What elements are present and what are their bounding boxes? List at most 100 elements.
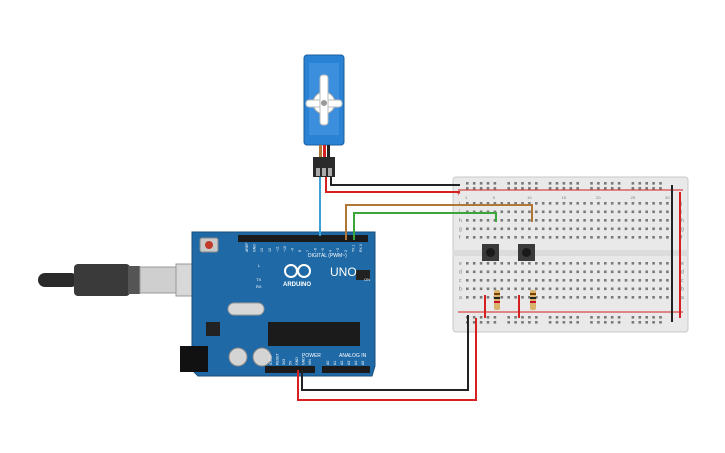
- breadboard-hole[interactable]: [472, 287, 476, 291]
- breadboard-hole[interactable]: [521, 182, 524, 185]
- breadboard-hole[interactable]: [514, 187, 517, 190]
- breadboard-hole[interactable]: [617, 262, 621, 265]
- breadboard-hole[interactable]: [666, 262, 669, 265]
- breadboard-hole[interactable]: [645, 270, 648, 274]
- breadboard-hole[interactable]: [652, 321, 655, 324]
- breadboard-hole[interactable]: [507, 262, 510, 265]
- breadboard-hole[interactable]: [514, 270, 517, 274]
- breadboard-hole[interactable]: [555, 270, 559, 274]
- breadboard-hole[interactable]: [486, 236, 490, 239]
- breadboard-hole[interactable]: [466, 182, 469, 185]
- breadboard-hole[interactable]: [576, 219, 579, 222]
- breadboard-hole[interactable]: [472, 210, 476, 214]
- breadboard-hole[interactable]: [535, 321, 538, 324]
- breadboard-hole[interactable]: [604, 236, 607, 239]
- breadboard-hole[interactable]: [479, 219, 483, 222]
- breadboard-hole[interactable]: [645, 279, 648, 282]
- breadboard-hole[interactable]: [514, 236, 517, 239]
- breadboard-hole[interactable]: [535, 210, 538, 214]
- pushbutton-1[interactable]: [482, 244, 499, 261]
- breadboard-hole[interactable]: [507, 321, 510, 324]
- breadboard-hole[interactable]: [541, 236, 545, 239]
- breadboard-hole[interactable]: [638, 270, 642, 274]
- breadboard-hole[interactable]: [466, 287, 469, 291]
- breadboard-hole[interactable]: [535, 182, 538, 185]
- wire-5v-board[interactable]: [297, 318, 477, 401]
- breadboard-hole[interactable]: [638, 227, 642, 231]
- breadboard-hole[interactable]: [597, 270, 600, 274]
- breadboard-hole[interactable]: [590, 296, 593, 299]
- breadboard-hole[interactable]: [507, 182, 510, 185]
- breadboard-hole[interactable]: [555, 236, 559, 239]
- breadboard-hole[interactable]: [528, 219, 531, 222]
- breadboard-hole[interactable]: [645, 296, 648, 299]
- breadboard-hole[interactable]: [528, 236, 531, 239]
- breadboard-hole[interactable]: [569, 279, 573, 282]
- breadboard-hole[interactable]: [645, 219, 648, 222]
- breadboard-hole[interactable]: [528, 270, 531, 274]
- breadboard-hole[interactable]: [576, 279, 579, 282]
- breadboard-hole[interactable]: [466, 296, 469, 299]
- breadboard-hole[interactable]: [652, 227, 655, 231]
- breadboard-hole[interactable]: [645, 321, 648, 324]
- breadboard-hole[interactable]: [597, 287, 600, 291]
- breadboard-hole[interactable]: [472, 219, 476, 222]
- breadboard-hole[interactable]: [610, 321, 614, 324]
- breadboard-hole[interactable]: [617, 210, 621, 214]
- breadboard-hole[interactable]: [631, 210, 635, 214]
- breadboard-hole[interactable]: [493, 182, 497, 185]
- breadboard-hole[interactable]: [659, 236, 662, 239]
- breadboard-hole[interactable]: [472, 279, 476, 282]
- breadboard-hole[interactable]: [645, 316, 648, 319]
- breadboard-hole[interactable]: [597, 321, 600, 324]
- breadboard-hole[interactable]: [610, 236, 614, 239]
- breadboard-hole[interactable]: [576, 236, 579, 239]
- breadboard-hole[interactable]: [514, 279, 517, 282]
- breadboard-hole[interactable]: [624, 287, 628, 291]
- breadboard-hole[interactable]: [590, 287, 593, 291]
- breadboard-hole[interactable]: [528, 202, 531, 205]
- breadboard-hole[interactable]: [576, 316, 579, 319]
- breadboard-hole[interactable]: [569, 182, 573, 185]
- breadboard-hole[interactable]: [617, 287, 621, 291]
- breadboard-hole[interactable]: [514, 219, 517, 222]
- breadboard-hole[interactable]: [659, 296, 662, 299]
- breadboard-hole[interactable]: [541, 287, 545, 291]
- breadboard-hole[interactable]: [562, 182, 566, 185]
- breadboard-hole[interactable]: [604, 287, 607, 291]
- breadboard-hole[interactable]: [631, 182, 635, 185]
- breadboard-hole[interactable]: [528, 321, 531, 324]
- breadboard-hole[interactable]: [666, 287, 669, 291]
- breadboard-hole[interactable]: [624, 202, 628, 205]
- breadboard-hole[interactable]: [486, 279, 490, 282]
- breadboard-hole[interactable]: [652, 287, 655, 291]
- breadboard-hole[interactable]: [631, 296, 635, 299]
- breadboard-hole[interactable]: [555, 182, 559, 185]
- breadboard-hole[interactable]: [583, 279, 586, 282]
- breadboard-hole[interactable]: [507, 270, 510, 274]
- breadboard-hole[interactable]: [479, 316, 483, 319]
- breadboard-hole[interactable]: [617, 202, 621, 205]
- breadboard-hole[interactable]: [631, 219, 635, 222]
- breadboard-hole[interactable]: [666, 236, 669, 239]
- breadboard-hole[interactable]: [562, 236, 566, 239]
- breadboard-hole[interactable]: [548, 210, 552, 214]
- breadboard-hole[interactable]: [659, 262, 662, 265]
- breadboard-hole[interactable]: [472, 262, 476, 265]
- breadboard-hole[interactable]: [555, 219, 559, 222]
- breadboard-hole[interactable]: [555, 316, 559, 319]
- breadboard-hole[interactable]: [638, 279, 642, 282]
- breadboard-hole[interactable]: [659, 270, 662, 274]
- breadboard-hole[interactable]: [604, 296, 607, 299]
- breadboard-hole[interactable]: [590, 270, 593, 274]
- breadboard-hole[interactable]: [624, 219, 628, 222]
- breadboard-hole[interactable]: [576, 321, 579, 324]
- breadboard-hole[interactable]: [514, 316, 517, 319]
- breadboard-hole[interactable]: [569, 270, 573, 274]
- breadboard-hole[interactable]: [479, 187, 483, 190]
- breadboard-hole[interactable]: [535, 296, 538, 299]
- breadboard-hole[interactable]: [604, 227, 607, 231]
- breadboard-hole[interactable]: [666, 202, 669, 205]
- breadboard-hole[interactable]: [507, 187, 510, 190]
- breadboard-hole[interactable]: [514, 182, 517, 185]
